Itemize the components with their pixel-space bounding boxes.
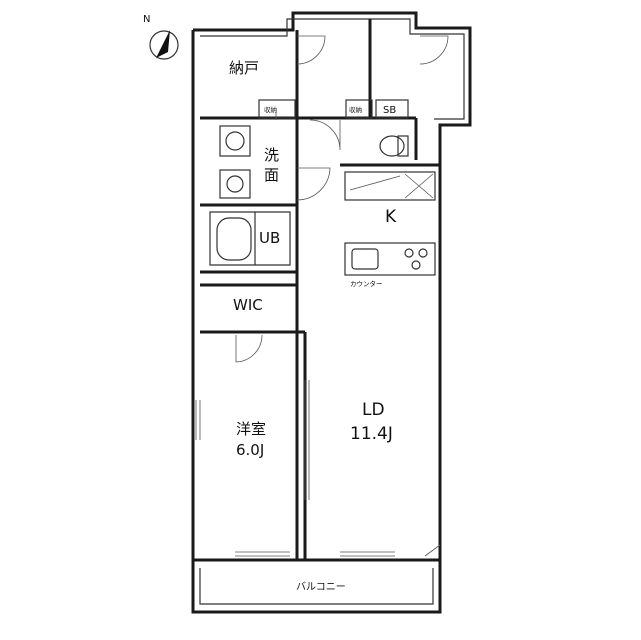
room-label-western-room-size: 6.0J (236, 441, 264, 459)
room-label-counter: カウンター (350, 279, 383, 288)
sliding-doors (195, 380, 441, 557)
room-label-washroom-2: 面 (264, 166, 279, 184)
kitchen-fixtures (344, 171, 436, 276)
north-compass-icon: N (143, 14, 179, 60)
room-label-kitchen: K (385, 207, 397, 227)
exterior-walls (191, 11, 472, 614)
room-label-western-room: 洋室 (236, 420, 266, 438)
room-label-balcony: バルコニー (296, 581, 346, 593)
room-label-storage-closet: 納戸 (229, 59, 259, 77)
room-label-wic: WIC (233, 296, 263, 314)
room-label-shoe-box: SB (383, 105, 396, 116)
compass-letter: N (143, 14, 150, 25)
door-swings (235, 35, 449, 363)
room-label-unit-bath: UB (259, 229, 280, 247)
room-label-shunou-right: 収納 (349, 105, 362, 114)
toilet-icon (379, 135, 409, 157)
room-label-living-dining-size: 11.4J (350, 424, 393, 444)
washroom-fixtures (216, 125, 252, 261)
balcony-railing (199, 568, 434, 605)
room-label-washroom-1: 洗 (264, 146, 279, 164)
room-label-living-dining: LD (362, 400, 385, 420)
storage-boxes (258, 99, 409, 119)
room-label-shunou-left: 収納 (264, 105, 277, 114)
